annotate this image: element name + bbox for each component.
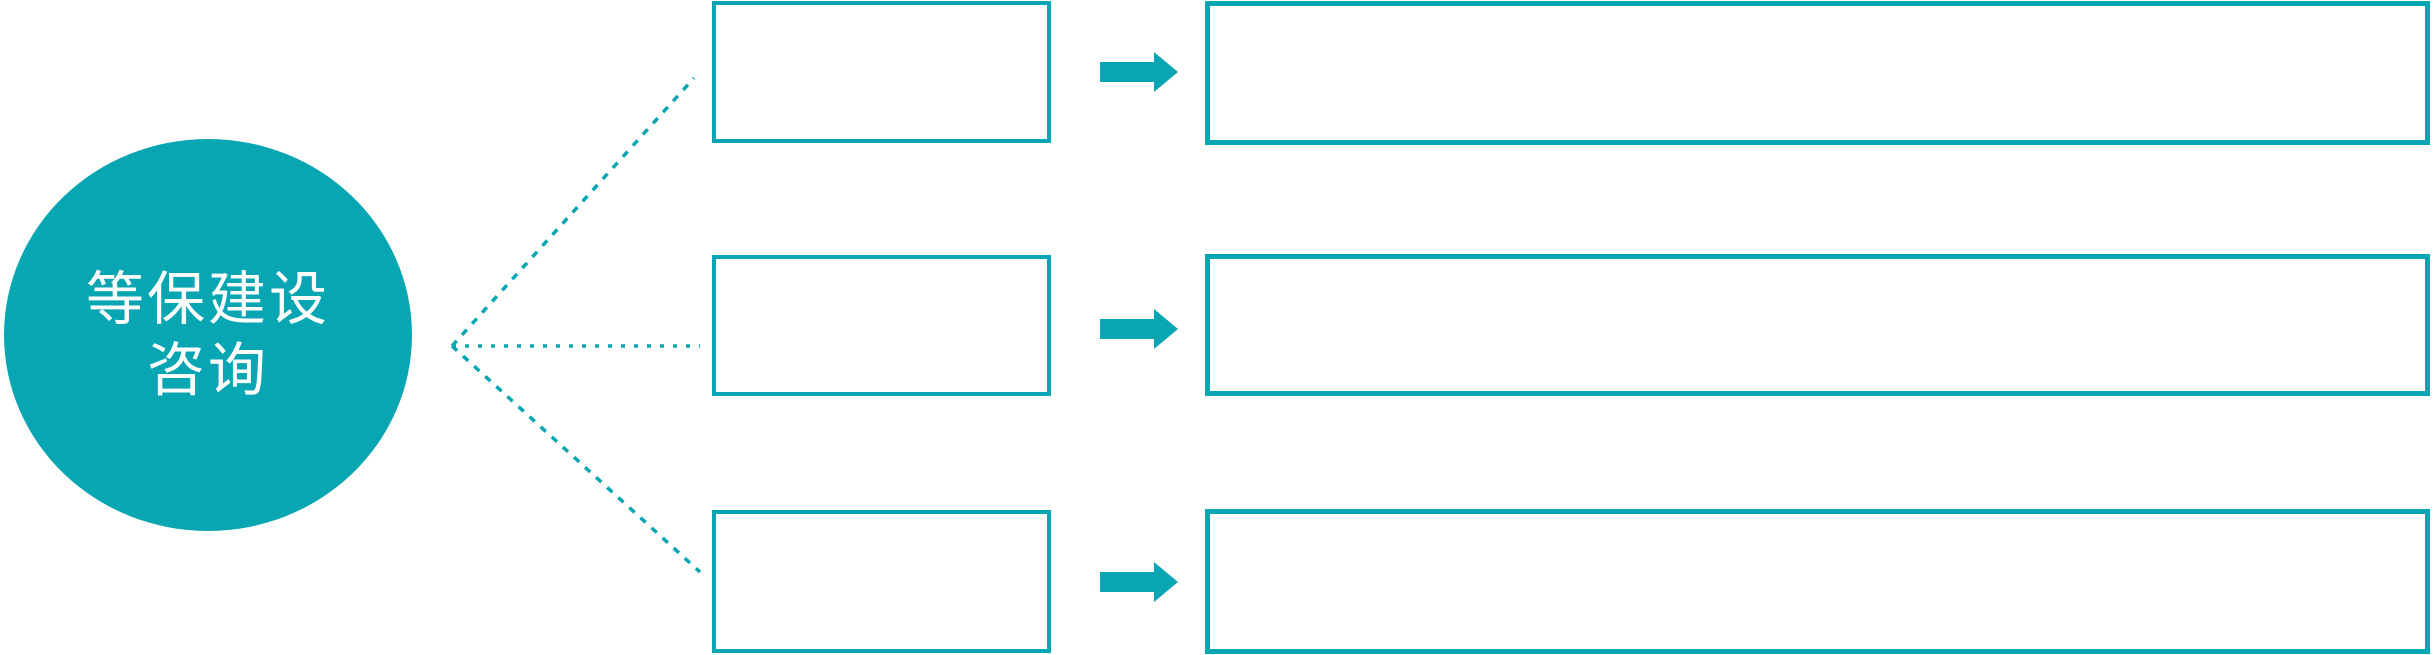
category-box-1	[712, 1, 1051, 143]
dotted-connector-top	[450, 76, 696, 348]
hub-label-line1: 等保建设	[85, 267, 330, 332]
description-box-1	[1205, 1, 2430, 145]
category-box-3-text	[716, 514, 1047, 649]
hub-label-line2: 咨询	[146, 338, 269, 403]
category-box-2-text	[716, 259, 1047, 392]
hub-circle: 等保建设 咨询	[4, 139, 412, 531]
dotted-connector-bottom	[450, 344, 702, 574]
description-box-3-text	[1210, 514, 2425, 649]
right-arrow-icon	[1100, 52, 1178, 92]
right-arrow-icon	[1100, 562, 1178, 602]
description-box-3	[1205, 509, 2430, 654]
description-box-1-text	[1210, 6, 2425, 140]
category-box-2	[712, 255, 1051, 396]
description-box-2	[1205, 254, 2430, 396]
description-box-2-text	[1210, 259, 2425, 391]
category-box-3	[712, 510, 1051, 653]
right-arrow-icon	[1100, 309, 1178, 349]
category-box-1-text	[716, 5, 1047, 139]
